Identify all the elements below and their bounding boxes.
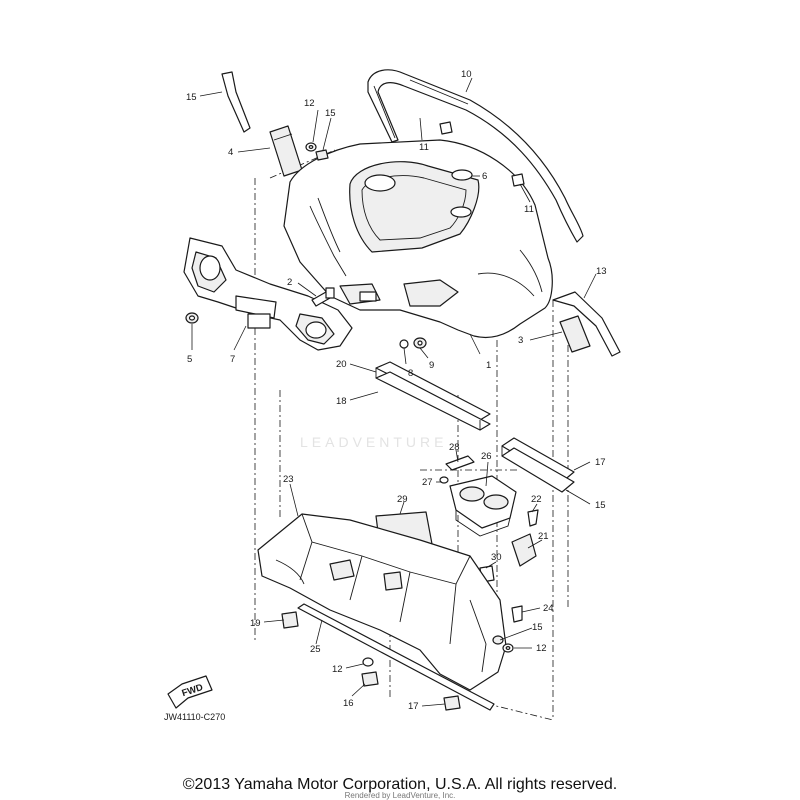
callout-9: 9 [429,360,434,371]
callout-18: 17 [595,457,606,468]
callout-14: 15 [186,92,197,103]
part-7-gauge-bezel [183,237,353,351]
callout-17: 17 [408,701,419,712]
callout-21: 20 [336,359,347,370]
part-27-cupholder [439,455,517,537]
part-5-grommet [185,312,199,324]
callout-28: 27 [422,477,433,488]
part-14-4-left-bracket [221,71,303,177]
rendered-by-notice: Rendered by LeadVenture, Inc. [344,791,456,800]
callout-20: 19 [250,618,261,629]
callout-15-upper: 15 [325,108,336,119]
callout-19: 18 [336,396,347,407]
callout-29: 28 [449,442,460,453]
callout-11-right: 11 [524,204,534,215]
callout-8: 8 [408,368,413,379]
callout-13: 13 [596,266,607,277]
callout-15-right: 15 [532,622,543,633]
callout-22: 21 [538,531,549,542]
callout-12-right: 12 [536,643,547,654]
callout-30: 29 [397,494,408,505]
part-18-16-right-trim [501,437,575,493]
callout-26: 25 [310,644,321,655]
watermark-text: LEADVENTURE [300,434,448,450]
fwd-arrow-icon: FWD [167,675,213,709]
part-13-3-right-bracket [552,291,621,357]
callout-15-lower: 16 [343,698,354,709]
part-1-dash-panel [283,139,553,339]
callout-25: 24 [543,603,554,614]
callout-1: 1 [486,360,491,371]
callout-2: 2 [287,277,292,288]
callout-16: 15 [595,500,606,511]
callout-3: 3 [518,335,523,346]
callout-11-left: 11 [419,142,429,153]
part-2-bolt [311,287,335,307]
part-8-9-washers [399,337,427,349]
callout-4: 4 [228,147,233,158]
washers-upper [305,142,329,161]
callout-12-lower: 12 [332,664,343,675]
part-10-top-rail [367,69,584,243]
callout-24: 23 [283,474,294,485]
callout-5: 5 [187,354,192,365]
part-6-cap [451,169,473,181]
part-21-19-trim-strip [375,361,491,431]
callout-10: 10 [461,69,472,80]
callout-12-upper: 12 [304,98,315,109]
part-11-clips [439,121,525,187]
leader-lines [191,77,597,707]
callout-27: 26 [481,451,492,462]
callout-7: 7 [230,354,235,365]
part-26-lower-trim [297,603,495,711]
drawing-code: JW41110-C270 [164,712,226,722]
callout-23: 22 [531,494,542,505]
fasteners-right [479,509,539,583]
copyright-notice: ©2013 Yamaha Motor Corporation, U.S.A. A… [182,776,618,793]
callout-labels: 10 15 12 15 4 11 11 6 13 3 2 5 7 1 8 9 2… [186,69,607,712]
callout-31: 30 [491,552,502,563]
fasteners-lower [281,605,523,711]
part-24-lower-dash [257,513,507,691]
callout-6: 6 [482,171,487,182]
